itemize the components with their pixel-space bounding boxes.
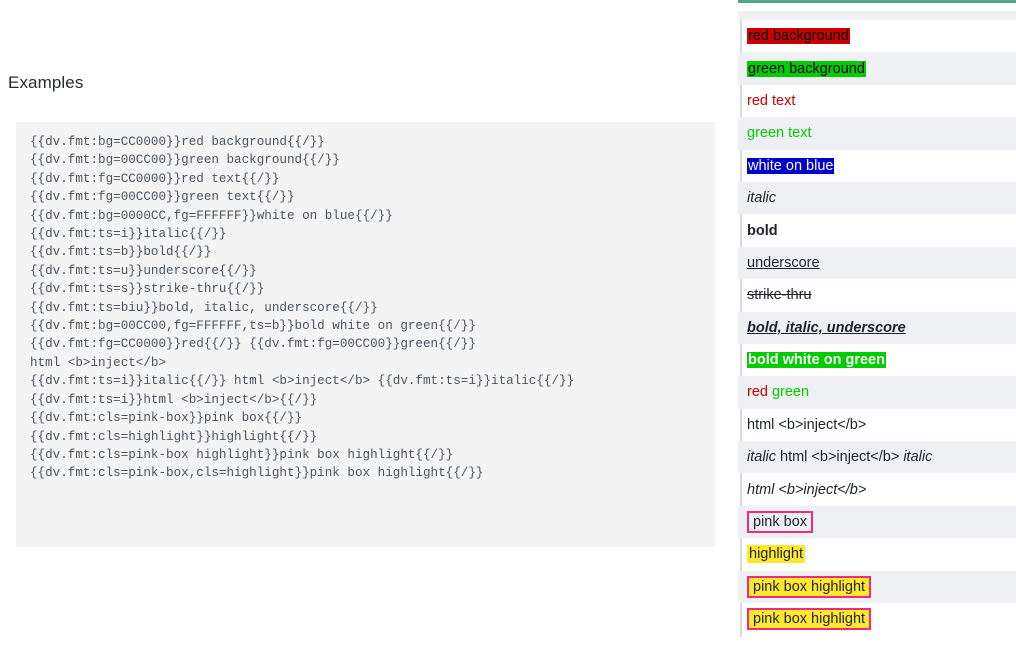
preview-row: pink box — [738, 505, 1016, 539]
preview-row: green background — [738, 52, 1016, 85]
code-line: {{dv.fmt:cls=pink-box,cls=highlight}}pin… — [30, 466, 484, 481]
code-line: {{dv.fmt:cls=highlight}}highlight{{/}} — [30, 429, 318, 444]
green-background-sample: green background — [747, 60, 866, 77]
preview-row: white on blue — [738, 150, 1016, 182]
html-inject-sample: html <b>inject</b> — [747, 416, 867, 433]
code-line: {{dv.fmt:cls=pink-box highlight}}pink bo… — [30, 447, 454, 462]
code-line: {{dv.fmt:ts=i}}italic{{/}} html <b>injec… — [30, 374, 575, 389]
code-line: {{dv.fmt:ts=u}}underscore{{/}} — [30, 263, 257, 278]
italic-suffix-sample: italic — [903, 449, 933, 466]
preview-row: html <b>inject</b> — [738, 409, 1016, 441]
html-inject-sample: html <b>inject</b> — [780, 449, 900, 466]
preview-row: strike-thru — [738, 279, 1016, 311]
code-line: {{dv.fmt:bg=00CC00,fg=FFFFFF,ts=b}}bold … — [30, 319, 476, 334]
preview-row: highlight — [738, 538, 1016, 570]
page-title: Examples — [8, 73, 84, 92]
red-text-sample: red text — [747, 92, 796, 109]
code-line: html <b>inject</b> — [30, 355, 167, 370]
preview-row: red background — [738, 20, 1016, 52]
preview-row: italic — [738, 181, 1016, 215]
preview-row: green text — [738, 117, 1016, 150]
underscore-sample: underscore — [747, 254, 820, 271]
bold-white-on-green-sample: bold white on green — [747, 352, 886, 369]
bold-sample: bold — [747, 222, 778, 239]
preview-row: bold white on green — [738, 344, 1016, 376]
italic-prefix-sample: italic — [747, 449, 777, 466]
preview-row: html <b>inject</b> — [738, 473, 1016, 505]
source-column: Examples {{dv.fmt:bg=CC0000}}red backgro… — [8, 73, 715, 547]
code-line: {{dv.fmt:bg=0000CC,fg=FFFFFF}}white on b… — [30, 208, 393, 223]
red-word-sample: red — [747, 384, 768, 401]
green-word-sample: green — [771, 384, 810, 401]
code-line: {{dv.fmt:fg=CC0000}}red{{/}} {{dv.fmt:fg… — [30, 337, 476, 352]
code-line: {{dv.fmt:ts=biu}}bold, italic, underscor… — [30, 300, 378, 315]
preview-row: red text — [738, 85, 1016, 117]
strike-thru-sample: strike-thru — [747, 287, 812, 304]
preview-row: pink box highlight — [738, 603, 1016, 635]
red-background-sample: red background — [747, 28, 850, 45]
pink-box-highlight-sample: pink box highlight — [747, 575, 872, 598]
italic-html-inject-sample: html <b>inject</b> — [747, 481, 867, 498]
code-line: {{dv.fmt:bg=00CC00}}green background{{/}… — [30, 153, 340, 168]
italic-sample: italic — [747, 190, 777, 207]
preview-row: pink box highlight — [738, 570, 1016, 604]
code-line: {{dv.fmt:ts=i}}html <b>inject</b>{{/}} — [30, 392, 318, 407]
highlight-sample: highlight — [747, 545, 806, 564]
code-line: {{dv.fmt:bg=CC0000}}red background{{/}} — [30, 135, 325, 149]
green-text-sample: green text — [747, 125, 812, 142]
preview-row-header-strip — [738, 11, 1016, 20]
preview-panel: red background green background red text… — [738, 0, 1016, 648]
preview-row: bold, italic, underscore — [738, 311, 1016, 344]
bold-italic-underscore-sample: bold, italic, underscore — [747, 319, 906, 336]
code-line: {{dv.fmt:ts=s}}strike-thru{{/}} — [30, 282, 265, 297]
pink-box-sample: pink box — [747, 511, 814, 534]
preview-row: bold — [738, 214, 1016, 246]
code-line: {{dv.fmt:cls=pink-box}}pink box{{/}} — [30, 411, 303, 426]
code-line: {{dv.fmt:ts=b}}bold{{/}} — [30, 245, 212, 260]
code-line: {{dv.fmt:ts=i}}italic{{/}} — [30, 227, 227, 242]
preview-row-list: red background green background red text… — [738, 11, 1016, 635]
preview-row: underscore — [738, 246, 1016, 280]
panel-accent-bar — [738, 0, 1016, 3]
code-line: {{dv.fmt:fg=CC0000}}red text{{/}} — [30, 171, 280, 186]
code-line: {{dv.fmt:fg=00CC00}}green text{{/}} — [30, 190, 295, 205]
code-block: {{dv.fmt:bg=CC0000}}red background{{/}} … — [16, 122, 715, 547]
pink-box-highlight-sample: pink box highlight — [747, 608, 872, 631]
white-on-blue-sample: white on blue — [747, 157, 835, 174]
